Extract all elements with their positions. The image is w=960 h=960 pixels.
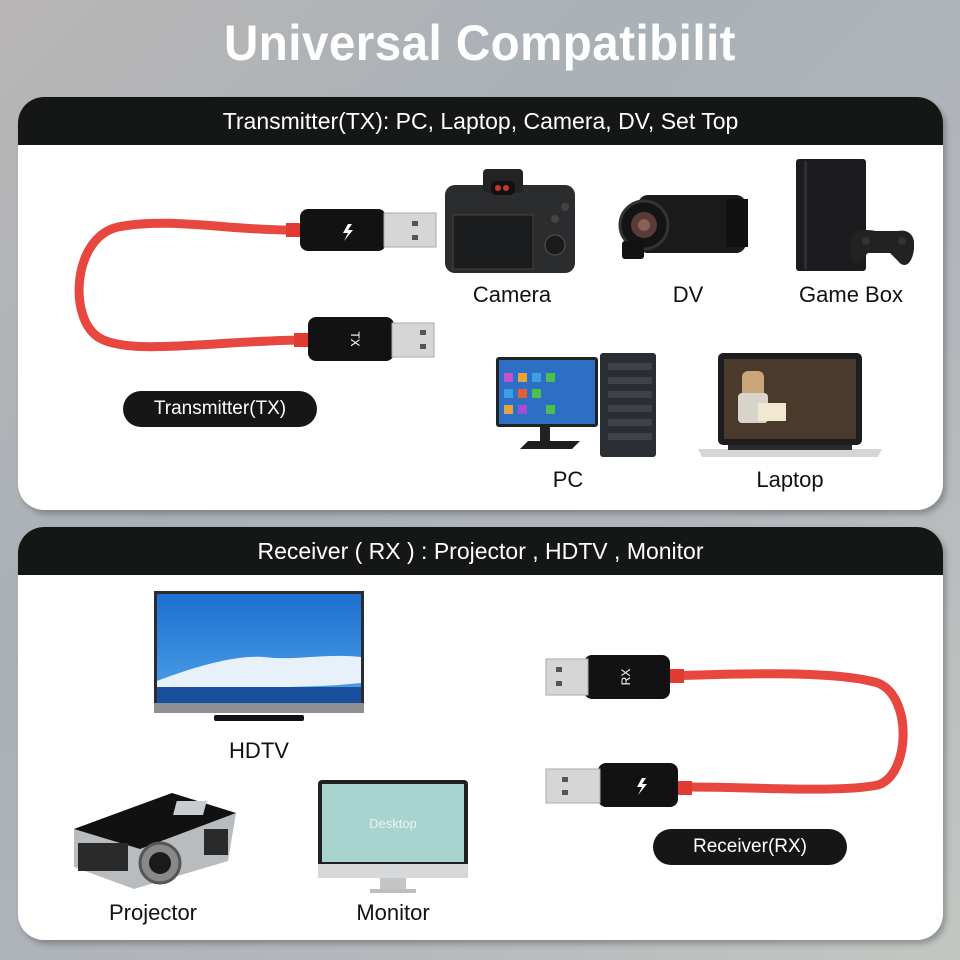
rx-cable-icon: RX: [518, 635, 918, 815]
transmitter-badge: Transmitter(TX): [123, 391, 317, 427]
device-label-pc: PC: [552, 467, 584, 492]
transmitter-panel: Transmitter(TX): PC, Laptop, Camera, DV,…: [18, 97, 943, 510]
device-label-monitor: Monitor: [356, 900, 430, 925]
page-title: Universal Compatibilit: [224, 15, 736, 71]
camcorder-icon: [618, 185, 750, 265]
device-label-camera: Camera: [472, 282, 552, 307]
tx-plug-label: TX: [348, 331, 362, 346]
monitor-screen-text: Desktop: [369, 816, 417, 831]
device-label-dv: DV: [672, 282, 704, 307]
device-label-projector: Projector: [108, 900, 198, 925]
transmitter-header: Transmitter(TX): PC, Laptop, Camera, DV,…: [18, 97, 943, 145]
camera-icon: [443, 167, 577, 275]
tx-cable-icon: TX: [58, 197, 438, 377]
laptop-icon: [698, 353, 882, 463]
receiver-panel: Receiver ( RX ) : Projector , HDTV , Mon…: [18, 527, 943, 940]
receiver-badge: Receiver(RX): [653, 829, 847, 865]
device-label-game-box: Game Box: [799, 282, 903, 307]
receiver-header: Receiver ( RX ) : Projector , HDTV , Mon…: [18, 527, 943, 575]
game-console-icon: [794, 157, 914, 277]
tv-icon: [154, 591, 364, 729]
monitor-icon: Desktop: [318, 780, 468, 896]
rx-plug-label: RX: [619, 669, 633, 686]
device-label-laptop: Laptop: [756, 467, 824, 492]
projector-icon: [68, 789, 238, 893]
desktop-pc-icon: [496, 353, 658, 459]
device-label-hdtv: HDTV: [229, 738, 289, 763]
